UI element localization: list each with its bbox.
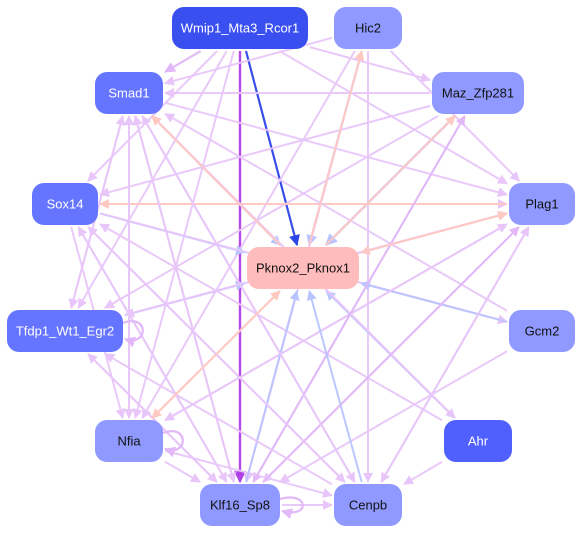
node-hic2[interactable]: Hic2 <box>334 7 402 49</box>
node-label-cenpb: Cenpb <box>349 498 387 513</box>
node-klf16[interactable]: Klf16_Sp8 <box>200 484 280 526</box>
node-box-cenpb <box>334 484 402 526</box>
edge-gcm2-to-smad1 <box>164 112 508 312</box>
node-label-wmip1: Wmip1_Mta3_Rcor1 <box>181 21 300 36</box>
node-box-maz <box>432 72 524 114</box>
edge-cenpb-to-smad1 <box>141 115 356 483</box>
node-box-nfia <box>95 420 163 462</box>
node-cenpb[interactable]: Cenpb <box>334 484 402 526</box>
edge-ahr-to-cenpb <box>403 461 443 485</box>
node-ahr[interactable]: Ahr <box>444 420 512 462</box>
edge-gcm2-to-pknox <box>360 280 508 323</box>
edge-gcm2-to-klf16 <box>279 350 508 483</box>
edge-hic2-to-nfia <box>141 50 356 419</box>
node-wmip1[interactable]: Wmip1_Mta3_Rcor1 <box>172 7 308 49</box>
node-box-plag1 <box>509 183 575 225</box>
node-box-tfdp1 <box>7 310 123 352</box>
node-label-tfdp1: Tfdp1_Wt1_Egr2 <box>16 324 114 339</box>
edge-cenpb-to-tfdp1 <box>104 353 333 486</box>
node-label-ahr: Ahr <box>468 434 489 449</box>
node-label-pknox: Pknox2_Pknox1 <box>256 261 350 276</box>
edge-maz-to-tfdp1 <box>104 115 439 309</box>
node-label-maz: Maz_Zfp281 <box>442 86 514 101</box>
node-tfdp1[interactable]: Tfdp1_Wt1_Egr2 <box>7 310 123 352</box>
edge-nfia-to-klf16 <box>164 460 201 483</box>
edge-klf16-to-sox14 <box>77 226 228 483</box>
node-box-smad1 <box>95 72 163 114</box>
edge-klf16-to-maz <box>252 115 466 483</box>
edge-pknox-to-maz <box>325 115 456 246</box>
edge-pknox-to-smad1 <box>151 115 281 246</box>
node-box-hic2 <box>334 7 402 49</box>
node-box-pknox <box>247 247 359 289</box>
edge-ahr-to-sox14 <box>99 223 443 422</box>
node-sox14[interactable]: Sox14 <box>32 183 98 225</box>
node-label-gcm2: Gcm2 <box>525 324 560 339</box>
node-pknox[interactable]: Pknox2_Pknox1 <box>247 247 359 289</box>
edge-klf16-to-pknox <box>245 290 300 483</box>
self-loop-klf16 <box>279 496 304 520</box>
edge-nfia-to-plag1 <box>164 223 508 422</box>
edge-pknox-to-nfia <box>151 290 281 419</box>
edge-klf16-to-plag1 <box>262 226 520 483</box>
edge-cenpb-to-plag1 <box>380 226 530 483</box>
node-nfia[interactable]: Nfia <box>95 420 163 462</box>
node-smad1[interactable]: Smad1 <box>95 72 163 114</box>
node-box-ahr <box>444 420 512 462</box>
edge-pknox-to-plag1 <box>360 210 508 254</box>
node-label-plag1: Plag1 <box>525 197 558 212</box>
node-box-wmip1 <box>172 7 308 49</box>
node-label-klf16: Klf16_Sp8 <box>210 498 270 513</box>
edge-wmip1-to-nfia <box>132 50 235 419</box>
node-maz[interactable]: Maz_Zfp281 <box>432 72 524 114</box>
self-loop-tfdp1 <box>122 320 144 348</box>
self-loop-nfia <box>162 430 184 458</box>
edge-wmip1-to-maz <box>309 46 431 83</box>
edge-wmip1-to-plag1 <box>278 50 508 185</box>
node-box-klf16 <box>200 484 280 526</box>
node-plag1[interactable]: Plag1 <box>509 183 575 225</box>
node-label-sox14: Sox14 <box>47 197 84 212</box>
node-gcm2[interactable]: Gcm2 <box>509 310 575 352</box>
node-label-smad1: Smad1 <box>108 86 149 101</box>
edge-maz-to-sox14 <box>99 104 431 198</box>
node-label-hic2: Hic2 <box>355 21 381 36</box>
node-box-sox14 <box>32 183 98 225</box>
node-box-gcm2 <box>509 310 575 352</box>
edge-cenpb-to-pknox <box>306 290 363 483</box>
edge-klf16-to-smad1 <box>132 115 235 483</box>
edge-wmip1-to-smad1 <box>164 50 202 73</box>
edge-pknox-to-hic2 <box>308 50 365 246</box>
node-label-nfia: Nfia <box>117 434 141 449</box>
